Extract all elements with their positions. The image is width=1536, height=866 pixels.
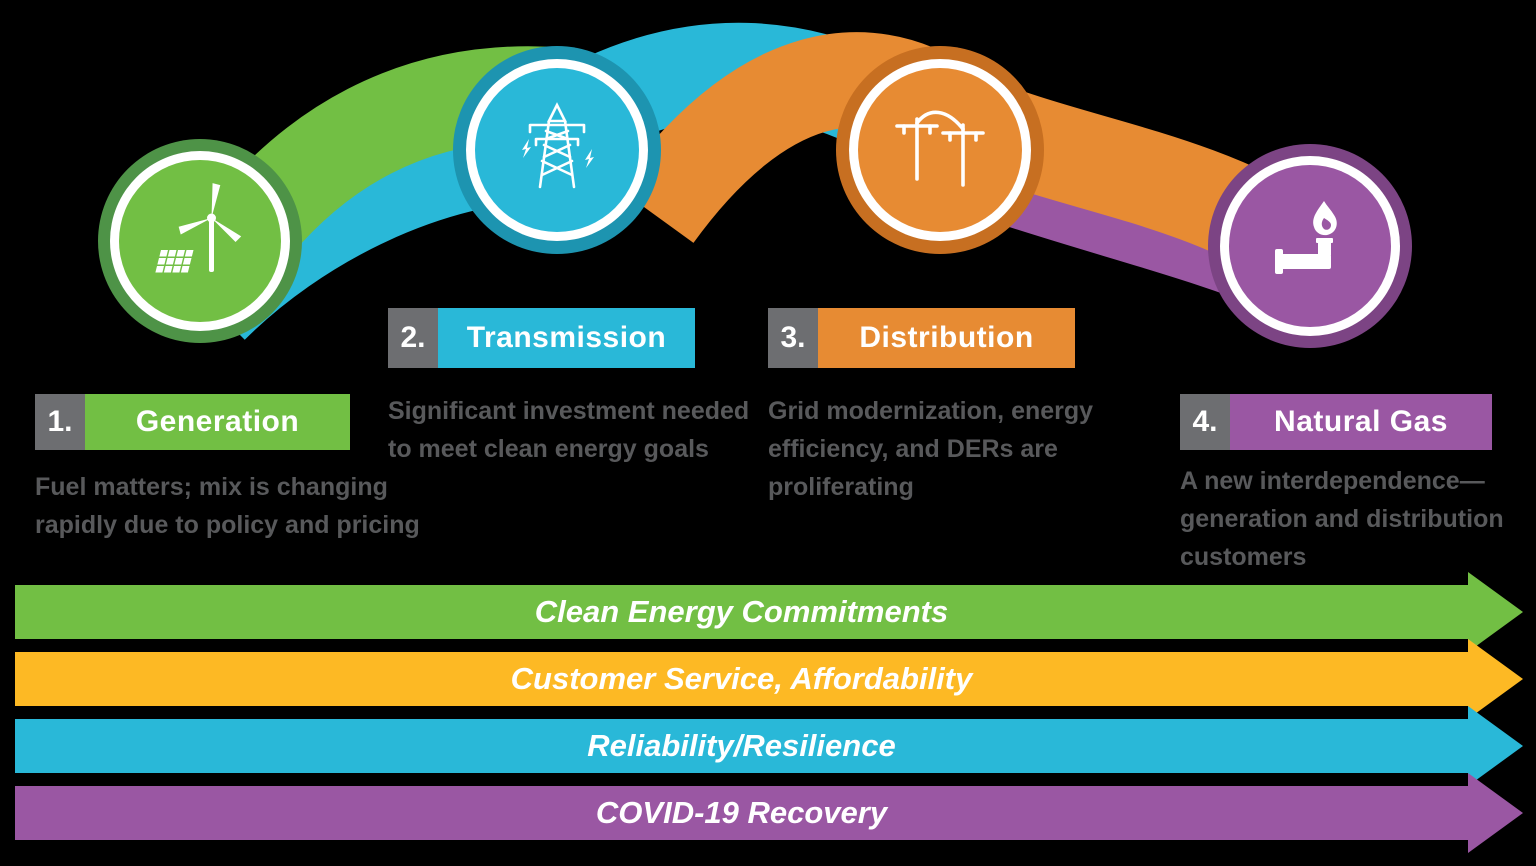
- generation-circle: [98, 139, 302, 343]
- ribbon-orange: [616, 32, 1326, 286]
- banner-covid-19-recovery: COVID-19 Recovery: [15, 773, 1523, 853]
- distribution-circle: [836, 46, 1044, 254]
- step-title-distribution: Distribution: [818, 308, 1075, 368]
- banner-customer-service-affordability: Customer Service, Affordability: [15, 639, 1523, 719]
- ribbon-purple: [979, 152, 1309, 317]
- step-number-badge: 1.: [35, 394, 85, 450]
- banner-label: Clean Energy Commitments: [534, 594, 949, 629]
- step-number-badge: 2.: [388, 308, 438, 368]
- distribution-poles-icon: [895, 110, 985, 187]
- step-number-badge: 4.: [1180, 394, 1230, 450]
- step-natural-gas-label: 4. Natural Gas: [1180, 394, 1492, 450]
- distribution-description: Grid modernization, energy efficiency, a…: [768, 397, 1094, 501]
- arrowhead-icon: [1468, 639, 1523, 719]
- generation-description: Fuel matters; mix is changing rapidly du…: [35, 473, 420, 539]
- banner-body: Customer Service, Affordability: [15, 652, 1468, 706]
- ribbon-green: [164, 46, 564, 320]
- natural-gas-description: A new interdependence— generation and di…: [1180, 467, 1504, 571]
- banner-clean-energy-commitments: Clean Energy Commitments: [15, 572, 1523, 652]
- wind-turbine-solar-icon: [155, 183, 242, 273]
- step-transmission-label: 2. Transmission: [388, 308, 695, 368]
- transmission-circle: [453, 46, 661, 254]
- banner-label: COVID-19 Recovery: [595, 795, 888, 830]
- step-title-generation: Generation: [85, 394, 350, 450]
- banner-reliability-resilience: Reliability/Resilience: [15, 706, 1523, 786]
- banner-body: COVID-19 Recovery: [15, 786, 1468, 840]
- step-title-natural-gas: Natural Gas: [1230, 394, 1492, 450]
- banner-label: Customer Service, Affordability: [510, 661, 973, 696]
- arrowhead-icon: [1468, 572, 1523, 652]
- step-distribution-label: 3. Distribution: [768, 308, 1075, 368]
- banner-body: Reliability/Resilience: [15, 719, 1468, 773]
- step-generation-label: 1. Generation: [35, 394, 350, 450]
- step-number-badge: 3.: [768, 308, 818, 368]
- natural-gas-flame-icon: [1275, 201, 1337, 274]
- arrowhead-icon: [1468, 773, 1523, 853]
- banner-body: Clean Energy Commitments: [15, 585, 1468, 639]
- ribbon-cyan-mid: [535, 22, 964, 179]
- transmission-description: Significant investment needed to meet cl…: [388, 397, 750, 463]
- ribbon-cyan-left: [195, 130, 561, 340]
- arrowhead-icon: [1468, 706, 1523, 786]
- banner-label: Reliability/Resilience: [587, 728, 896, 763]
- step-title-transmission: Transmission: [438, 308, 695, 368]
- transmission-tower-icon: [522, 102, 594, 189]
- natural-gas-circle: [1208, 144, 1412, 348]
